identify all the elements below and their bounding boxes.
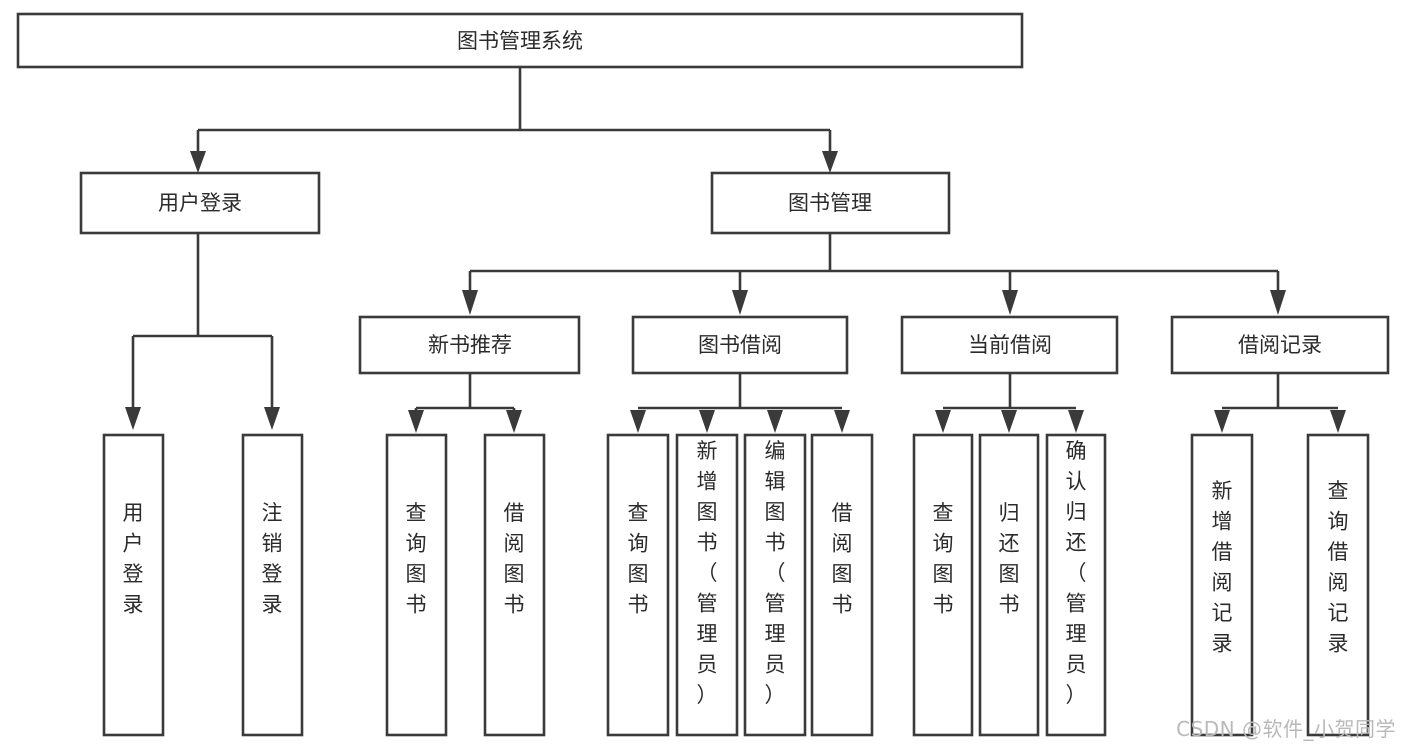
node-box-leaf-borrow-book-1[interactable] — [483, 433, 546, 737]
node-label-leaf-return-book: 归还图书 — [999, 501, 1020, 617]
leaf-node-edit-book[interactable]: 编辑图书（管理员） — [743, 433, 807, 737]
node-label-borrow-record: 借阅记录 — [1238, 333, 1322, 357]
leaf-node-borrow-book-1[interactable]: 借阅图书 — [483, 433, 546, 737]
leaf-node-query-book-2[interactable]: 查询图书 — [606, 433, 670, 737]
arrow-head-query-book-2 — [630, 410, 646, 433]
node-box-leaf-query-book-3[interactable] — [912, 433, 974, 737]
node-box-book-borrow[interactable] — [631, 315, 849, 375]
node-box-new-book-recommend[interactable] — [358, 315, 581, 375]
arrow-head-book-borrow — [732, 290, 748, 315]
arrow-head-add-book — [699, 410, 715, 433]
leaf-node-user-login[interactable]: 用户登录 — [102, 433, 165, 737]
node-label-leaf-add-book: 新增图书（管理员） — [697, 439, 718, 707]
node-box-root[interactable] — [16, 12, 1024, 69]
node-label-book-manage: 图书管理 — [788, 191, 872, 215]
node-box-current-borrow[interactable] — [900, 315, 1119, 375]
node-label-current-borrow: 当前借阅 — [968, 333, 1052, 357]
node-label-leaf-query-book-2: 查询图书 — [628, 501, 649, 617]
arrow-head-return-book — [1001, 410, 1017, 433]
node-label-leaf-logout-login: 注销登录 — [262, 501, 283, 617]
leaf-node-confirm-return[interactable]: 确认归还（管理员） — [1045, 433, 1107, 737]
node-label-new-book-recommend: 新书推荐 — [428, 333, 512, 357]
arrow-head-new-book-recommend — [462, 290, 478, 315]
node-box-leaf-add-book[interactable] — [675, 433, 739, 737]
arrow-head-user-login — [190, 151, 206, 173]
leaf-node-logout-login[interactable]: 注销登录 — [241, 433, 304, 737]
node-box-leaf-borrow-book-2[interactable] — [810, 433, 874, 737]
node-borrow-record[interactable]: 借阅记录 — [1170, 315, 1390, 375]
node-label-leaf-query-book-1: 查询图书 — [406, 501, 427, 617]
node-label-leaf-edit-book: 编辑图书（管理员） — [765, 439, 786, 707]
leaf-node-query-record[interactable]: 查询借阅记录 — [1306, 433, 1370, 737]
node-box-borrow-record[interactable] — [1170, 315, 1390, 375]
arrow-head-query-record — [1330, 410, 1346, 433]
node-box-leaf-query-record[interactable] — [1306, 433, 1370, 737]
leaf-node-query-book-1[interactable]: 查询图书 — [385, 433, 448, 737]
node-box-leaf-logout-login[interactable] — [241, 433, 304, 737]
node-box-book-manage[interactable] — [710, 171, 951, 235]
node-box-leaf-return-book[interactable] — [978, 433, 1040, 737]
leaf-node-borrow-book-2[interactable]: 借阅图书 — [810, 433, 874, 737]
node-label-leaf-borrow-book-1: 借阅图书 — [504, 501, 525, 617]
node-label-leaf-confirm-return: 确认归还（管理员） — [1066, 439, 1087, 707]
arrow-head-borrow-book-2 — [834, 410, 850, 433]
arrow-head-query-book-1 — [408, 410, 424, 433]
node-root-book-management-system[interactable]: 图书管理系统 — [16, 12, 1024, 69]
arrow-head-confirm-return — [1068, 410, 1084, 433]
arrow-head-leaf-user-login — [125, 407, 141, 430]
csdn-watermark: CSDN @软件_小贺同学 — [1176, 717, 1396, 741]
node-box-leaf-edit-book[interactable] — [743, 433, 807, 737]
node-box-leaf-query-book-1[interactable] — [385, 433, 448, 737]
node-box-leaf-user-login[interactable] — [102, 433, 165, 737]
leaf-node-add-book[interactable]: 新增图书（管理员） — [675, 433, 739, 737]
arrow-head-borrow-record — [1270, 290, 1286, 315]
arrow-head-borrow-book-1 — [506, 410, 522, 433]
connector-layer — [125, 67, 1346, 433]
arrow-head-leaf-logout-login — [264, 407, 280, 430]
leaf-node-add-record[interactable]: 新增借阅记录 — [1190, 433, 1254, 737]
node-current-borrow[interactable]: 当前借阅 — [900, 315, 1119, 375]
node-label-leaf-borrow-book-2: 借阅图书 — [832, 501, 853, 617]
node-box-user-login[interactable] — [79, 171, 321, 235]
node-box-leaf-add-record[interactable] — [1190, 433, 1254, 737]
node-label-leaf-user-login: 用户登录 — [123, 501, 144, 617]
arrow-head-query-book-3 — [935, 410, 951, 433]
node-label-leaf-query-book-3: 查询图书 — [933, 501, 954, 617]
node-label-book-borrow: 图书借阅 — [698, 333, 782, 357]
node-book-borrow[interactable]: 图书借阅 — [631, 315, 849, 375]
node-label-user-login: 用户登录 — [158, 191, 242, 215]
leaf-node-query-book-3[interactable]: 查询图书 — [912, 433, 974, 737]
node-new-book-recommend[interactable]: 新书推荐 — [358, 315, 581, 375]
node-label-leaf-add-record: 新增借阅记录 — [1212, 479, 1233, 656]
node-user-login[interactable]: 用户登录 — [79, 171, 321, 235]
arrow-head-edit-book — [767, 410, 783, 433]
arrow-head-book-manage — [822, 151, 838, 173]
node-label-leaf-query-record: 查询借阅记录 — [1328, 479, 1349, 656]
node-book-manage[interactable]: 图书管理 — [710, 171, 951, 235]
node-label-root: 图书管理系统 — [457, 29, 583, 53]
arrow-head-add-record — [1214, 410, 1230, 433]
leaf-node-return-book[interactable]: 归还图书 — [978, 433, 1040, 737]
node-box-leaf-confirm-return[interactable] — [1045, 433, 1107, 737]
arrow-head-current-borrow — [1002, 290, 1018, 315]
node-box-leaf-query-book-2[interactable] — [606, 433, 670, 737]
